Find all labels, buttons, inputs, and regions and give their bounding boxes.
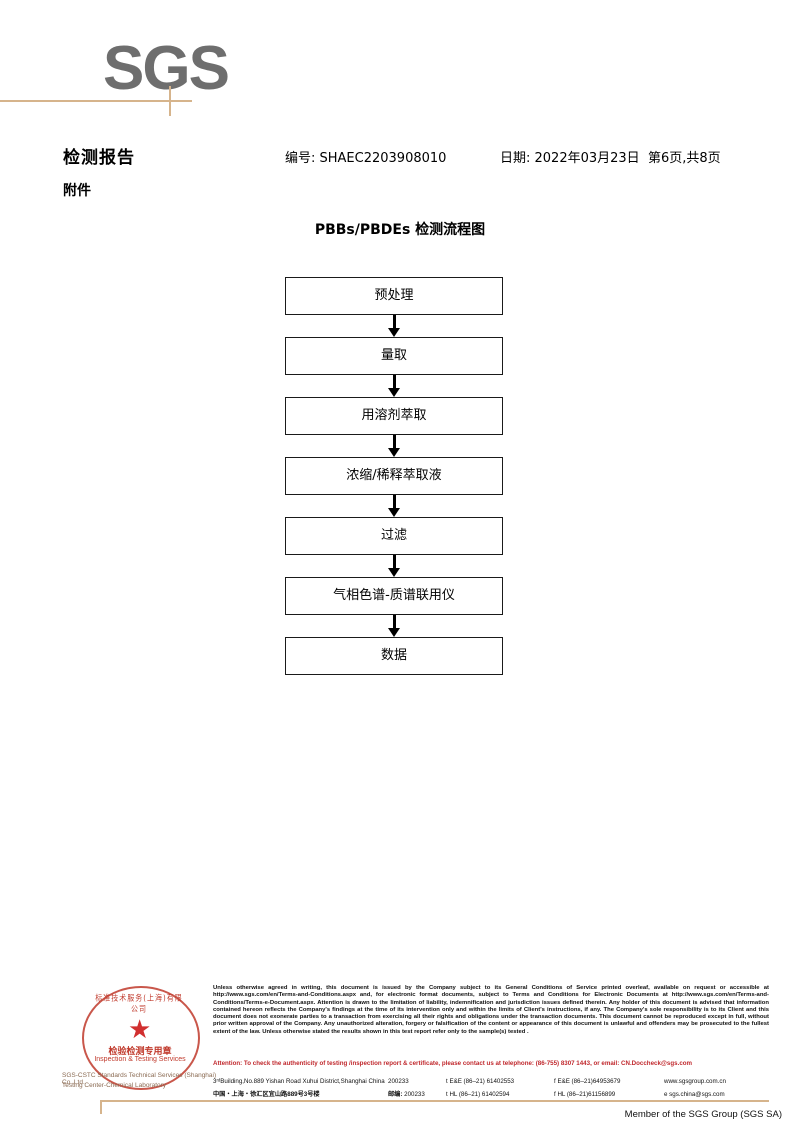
flow-arrow-1 (285, 315, 503, 337)
page-indicator: 第6页,共8页 (648, 151, 721, 166)
attention-notice: Attention: To check the authenticity of … (213, 1060, 693, 1067)
seal-english-text: Inspection & Testing Services (94, 1056, 186, 1063)
company-seal-stamp: 标准技术服务(上海)有限公司 ★ 检验检测专用章 Inspection & Te… (62, 986, 216, 1090)
page-title: 检测报告 (63, 148, 135, 168)
seal-company-line-1: SGS-CSTC Standards Technical Services (S… (62, 1072, 217, 1086)
flow-step-6: 气相色谱-质谱联用仪 (285, 577, 503, 615)
sgs-logo-text: SGS (103, 34, 230, 103)
report-number: 编号: SHAEC2203908010 (285, 151, 447, 166)
website-url: www.sgsgroup.com.cn (664, 1078, 726, 1085)
phone-hl-1: t HL (86–21) 61402594 (446, 1091, 510, 1098)
member-of-group-text: Member of the SGS Group (SGS SA) (624, 1109, 782, 1120)
flow-step-7: 数据 (285, 637, 503, 675)
flow-arrow-5 (285, 555, 503, 577)
seal-arc-text: 标准技术服务(上海)有限公司 (95, 994, 183, 1014)
address-row-en: 3ʳᵈBuilding,No.889 Yishan Road Xuhui Dis… (213, 1078, 773, 1089)
flow-step-2: 量取 (285, 337, 503, 375)
address-street-cn: 中国・上海・徐汇区宜山路889号3号楼 (213, 1091, 320, 1098)
flow-arrow-3 (285, 435, 503, 457)
logo-horizontal-rule (0, 100, 192, 102)
flow-step-4: 浓缩/稀释萃取液 (285, 457, 503, 495)
phone-ee-2: f E&E (86–21)64953679 (554, 1078, 621, 1085)
contact-email: e sgs.china@sgs.com (664, 1091, 725, 1098)
footer-horizontal-rule (100, 1100, 769, 1102)
address-street-en: 3ʳᵈBuilding,No.889 Yishan Road Xuhui Dis… (213, 1078, 385, 1085)
seal-chinese-text: 检验检测专用章 (108, 1047, 172, 1057)
flowchart: 预处理 量取 用溶剂萃取 浓缩/稀释萃取液 过滤 气相色谱-质谱联用仪 数据 (285, 277, 505, 675)
zip-value: 200233 (404, 1091, 425, 1098)
flow-step-3: 用溶剂萃取 (285, 397, 503, 435)
attachment-label: 附件 (63, 183, 91, 199)
logo-vertical-tick (169, 86, 171, 116)
address-row-cn: 中国・上海・徐汇区宜山路889号3号楼 邮编: 200233 t HL (86–… (213, 1089, 773, 1100)
address-zip-en: 200233 (388, 1078, 409, 1085)
seal-company-line-2: Testing Center-Chemical Laboratory (62, 1082, 167, 1089)
flow-step-5: 过滤 (285, 517, 503, 555)
phone-ee-1: t E&E (86–21) 61402553 (446, 1078, 515, 1085)
flow-arrow-6 (285, 615, 503, 637)
sgs-logo: SGS (103, 38, 283, 108)
zip-label: 邮编: (388, 1091, 403, 1098)
phone-hl-2: f HL (86–21)61156899 (554, 1091, 616, 1098)
legal-terms-text: Unless otherwise agreed in writing, this… (213, 985, 769, 1035)
report-date: 日期: 2022年03月23日 (500, 151, 640, 166)
address-block: 3ʳᵈBuilding,No.889 Yishan Road Xuhui Dis… (213, 1078, 773, 1100)
star-icon: ★ (128, 1014, 152, 1044)
flow-arrow-4 (285, 495, 503, 517)
footer-vertical-tick (100, 1100, 102, 1114)
address-zip-cn: 邮编: 200233 (388, 1089, 446, 1098)
flowchart-title: PBBs/PBDEs 检测流程图 (314, 222, 486, 238)
flow-arrow-2 (285, 375, 503, 397)
flow-step-1: 预处理 (285, 277, 503, 315)
seal-outer-circle (82, 986, 200, 1090)
